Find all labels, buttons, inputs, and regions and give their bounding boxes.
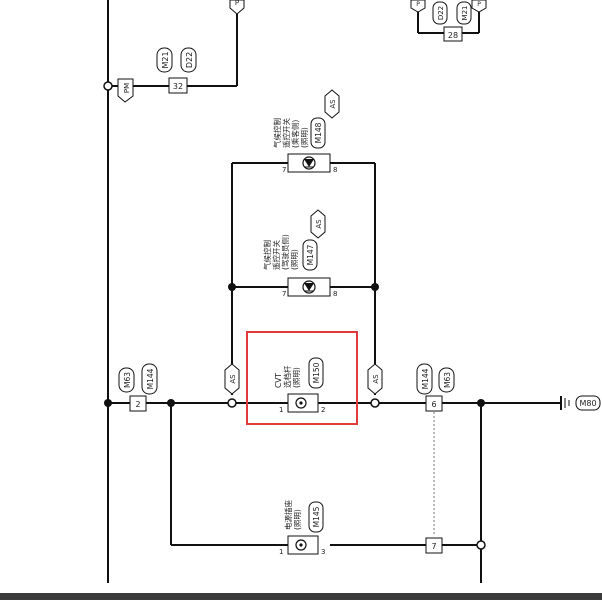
connector-number: 28 (448, 31, 458, 40)
pin-label: 1 (279, 548, 283, 556)
ground-code: M80 (579, 399, 596, 408)
connector-code: M21 (461, 6, 469, 21)
component-label: (照明) (290, 249, 299, 270)
component-climate-switch-driver: 7 8 气候控制 遥控开关 (驾驶员侧) (照明) M147 (262, 234, 337, 298)
connector-number: 2 (135, 400, 140, 409)
wires (107, 0, 561, 583)
connector-group-right: M144 M63 6 (416, 363, 455, 412)
component-label: (照明) (293, 509, 302, 530)
pin-label: 7 (282, 166, 286, 174)
connector-label: P (477, 1, 481, 8)
connector-label: AS (372, 374, 380, 384)
connector-code: M21 (161, 51, 170, 68)
connector-number: 7 (431, 542, 436, 551)
component-power-outlet: 1 3 电源插座 (照明) M145 (279, 500, 325, 556)
pin-label: 3 (321, 548, 325, 556)
connector-group-pm: PM M21 D22 32 (117, 47, 197, 103)
connector-code: D22 (185, 52, 194, 68)
pin-label: 7 (282, 290, 286, 298)
connector-lower: 7 (425, 537, 443, 554)
connector-label: P (416, 1, 420, 8)
component-label: (驾驶员侧) (280, 234, 290, 270)
pin-label: 8 (333, 290, 337, 298)
component-code: M150 (312, 362, 321, 383)
component-label: (照明) (292, 367, 301, 388)
as-tag-top: AS (324, 89, 340, 119)
connector-label: AS (315, 219, 323, 229)
component-code: M145 (312, 506, 321, 527)
junction-dots (103, 81, 486, 550)
connector-tag-top-left: P (229, 0, 245, 15)
pin-label: 8 (333, 166, 337, 174)
as-tag-right: AS (367, 363, 383, 395)
component-code: M147 (306, 244, 315, 265)
connector-group-left: M63 M144 2 (118, 363, 158, 412)
component-label: 遥控开关 (271, 240, 281, 270)
connector-number: 6 (431, 400, 436, 409)
connector-code: M144 (421, 368, 430, 389)
connector-code: M63 (443, 372, 452, 388)
connector-code: M63 (123, 372, 132, 388)
component-label: 气候控制 (262, 240, 272, 270)
connector-label: P (235, 0, 239, 7)
component-label: 电源插座 (283, 500, 293, 530)
pin-label: 1 (279, 406, 283, 414)
component-label: 气候控制 (272, 118, 282, 148)
highlight-box (246, 331, 358, 425)
component-code: M148 (314, 122, 323, 143)
connector-label: AS (329, 99, 337, 109)
ground-symbol: M80 (560, 395, 601, 411)
as-tag-mid: AS (310, 209, 326, 239)
component-climate-switch-passenger: 7 8 气候控制 遥控开关 (乘客侧) (照明) M148 (272, 117, 337, 174)
connector-code: M144 (146, 368, 155, 389)
component-label: CVT (274, 373, 283, 388)
bottom-bar (0, 593, 602, 600)
component-label: 选档杆 (282, 365, 292, 388)
pin-label: 2 (321, 406, 325, 414)
component-label: (照明) (300, 127, 309, 148)
connector-code: D22 (437, 6, 445, 20)
connector-label: PM (123, 83, 131, 93)
component-cvt-selector: 1 2 CVT 选档杆 (照明) M150 (274, 357, 325, 414)
component-label: (乘客侧) (290, 120, 300, 148)
component-label: 遥控开关 (281, 118, 291, 148)
connector-label: AS (229, 374, 237, 384)
connector-group-top-right: P D22 M21 P 28 (410, 0, 487, 42)
as-tag-left: AS (224, 363, 240, 395)
connector-number: 32 (173, 82, 183, 91)
